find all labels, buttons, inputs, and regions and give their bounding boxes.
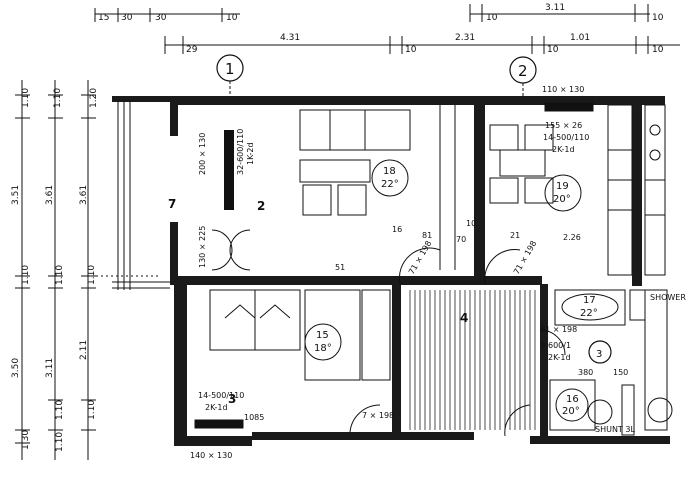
axis-marker-1: 1: [216, 54, 244, 100]
room-number: 19: [556, 181, 569, 192]
annotation: 130 × 225: [198, 226, 207, 268]
dim-label: 15: [98, 13, 109, 23]
dim-label: 1.20: [89, 88, 99, 108]
annotation: 71 × 198: [512, 239, 538, 276]
room-number: 17: [583, 295, 596, 306]
dim-label: 4.31: [280, 33, 300, 43]
annotation: 16: [392, 225, 402, 234]
annotation: 110 × 130: [542, 85, 584, 94]
room-number: 18: [383, 166, 396, 177]
left-dimension-lines: [15, 80, 160, 460]
annotation: 9-600/1: [540, 341, 571, 350]
doors-mid: [398, 247, 521, 285]
annotation: 7 × 198: [362, 411, 394, 420]
annotations: 200 × 130 32-600/110 1K-2d 130 × 225 110…: [190, 85, 686, 460]
annotation: 380: [578, 368, 593, 377]
dim-label: 1.10: [21, 265, 31, 285]
room-labels: 7 2 18 22° 19 20° 17 22° 15 18° 16 20° 4…: [168, 159, 598, 417]
annotation: 61 × 198: [540, 325, 577, 334]
dim-label: 2.11: [79, 340, 89, 360]
room-number: 2: [257, 199, 265, 213]
furniture-room-19: [489, 102, 633, 276]
annotation: 2K-1d: [552, 145, 575, 154]
annotation: 14-500/110: [198, 391, 244, 400]
axis-label: 3: [596, 349, 602, 360]
furniture-room-18: [299, 105, 456, 270]
annotation: 1085: [244, 413, 264, 422]
annotation: 32-600/110: [236, 129, 245, 175]
doors-lower: [349, 329, 566, 437]
dim-label: 10: [652, 45, 664, 55]
radiator-room-2: [224, 130, 234, 210]
annotation: 150: [613, 368, 628, 377]
annotation: 155 × 26: [545, 121, 582, 130]
dim-label: 1.10: [21, 88, 31, 108]
dim-label: 30: [155, 13, 167, 23]
annotation: 2K-1d: [548, 353, 571, 362]
dim-label: 1.10: [53, 88, 63, 108]
annotation: 71 × 198: [407, 239, 433, 276]
room-number: 3: [228, 392, 236, 406]
annotation: SHUNT 3L: [595, 425, 635, 434]
room-temp: 22°: [580, 308, 598, 319]
dim-label: 10: [226, 13, 238, 23]
door-room-2: [211, 229, 251, 271]
dim-label: 1.30: [21, 430, 31, 450]
dim-label: 3.51: [11, 185, 21, 205]
dim-label: 3.61: [79, 185, 89, 205]
left-dimension-labels: 1.10 1.10 1.20 3.51 3.61 3.61 1.10 1.10 …: [11, 88, 99, 452]
top-dimension-labels: 15 30 30 10 10 3.11 10 29 4.31 10 2.31 1…: [98, 3, 664, 55]
walls: [112, 96, 670, 446]
dim-label: 2.31: [455, 33, 475, 43]
dim-label: 3.11: [45, 358, 55, 378]
room-number: 16: [566, 394, 579, 405]
dim-label: 10: [652, 13, 664, 23]
axis-label: 1: [225, 60, 235, 78]
axis-label: 2: [518, 62, 528, 80]
annotation: 10: [466, 219, 476, 228]
kitchen-strip: [644, 104, 666, 276]
dim-label: 1.10: [55, 265, 65, 285]
room-temp: 20°: [553, 194, 571, 205]
dim-label: 10: [486, 13, 498, 23]
dim-label: 1.10: [55, 400, 65, 420]
axis-marker-3: 3: [588, 340, 612, 364]
top-dimension-lines: [94, 4, 680, 54]
dim-label: 1.10: [55, 432, 65, 452]
annotation: 200 × 130: [198, 133, 207, 175]
annotation: 140 × 130: [190, 451, 232, 460]
annotation: 2.26: [563, 233, 581, 242]
annotation: 51: [335, 263, 345, 272]
room-temp: 22°: [381, 179, 399, 190]
annotation: 21: [510, 231, 520, 240]
dim-label: 10: [405, 45, 417, 55]
dim-label: 1.10: [87, 400, 97, 420]
annotation: 14-500/110: [543, 133, 589, 142]
dim-label: 29: [186, 45, 198, 55]
annotation: 70: [456, 235, 466, 244]
room-temp: 20°: [562, 406, 580, 417]
annotation: 2K-1d: [205, 403, 228, 412]
bathroom-fixtures: [549, 289, 673, 436]
annotation: 81: [422, 231, 432, 240]
annotation: 1K-2d: [246, 142, 255, 165]
dim-label: 3.11: [545, 3, 565, 13]
hallway-hatching: [409, 290, 536, 430]
dim-label: 1.10: [87, 265, 97, 285]
dim-label: 30: [121, 13, 133, 23]
annotation: SHOWER: [650, 293, 686, 302]
room-number: 7: [168, 197, 176, 211]
dim-label: 3.61: [45, 185, 55, 205]
axis-marker-2: 2: [509, 56, 537, 98]
furniture-room-15: [194, 289, 391, 429]
balcony: [112, 100, 170, 290]
room-number: 15: [316, 330, 329, 341]
dim-label: 10: [547, 45, 559, 55]
room-number: 4: [460, 311, 468, 325]
dim-label: 3.50: [11, 358, 21, 378]
dim-label: 1.01: [570, 33, 590, 43]
room-temp: 18°: [314, 343, 332, 354]
